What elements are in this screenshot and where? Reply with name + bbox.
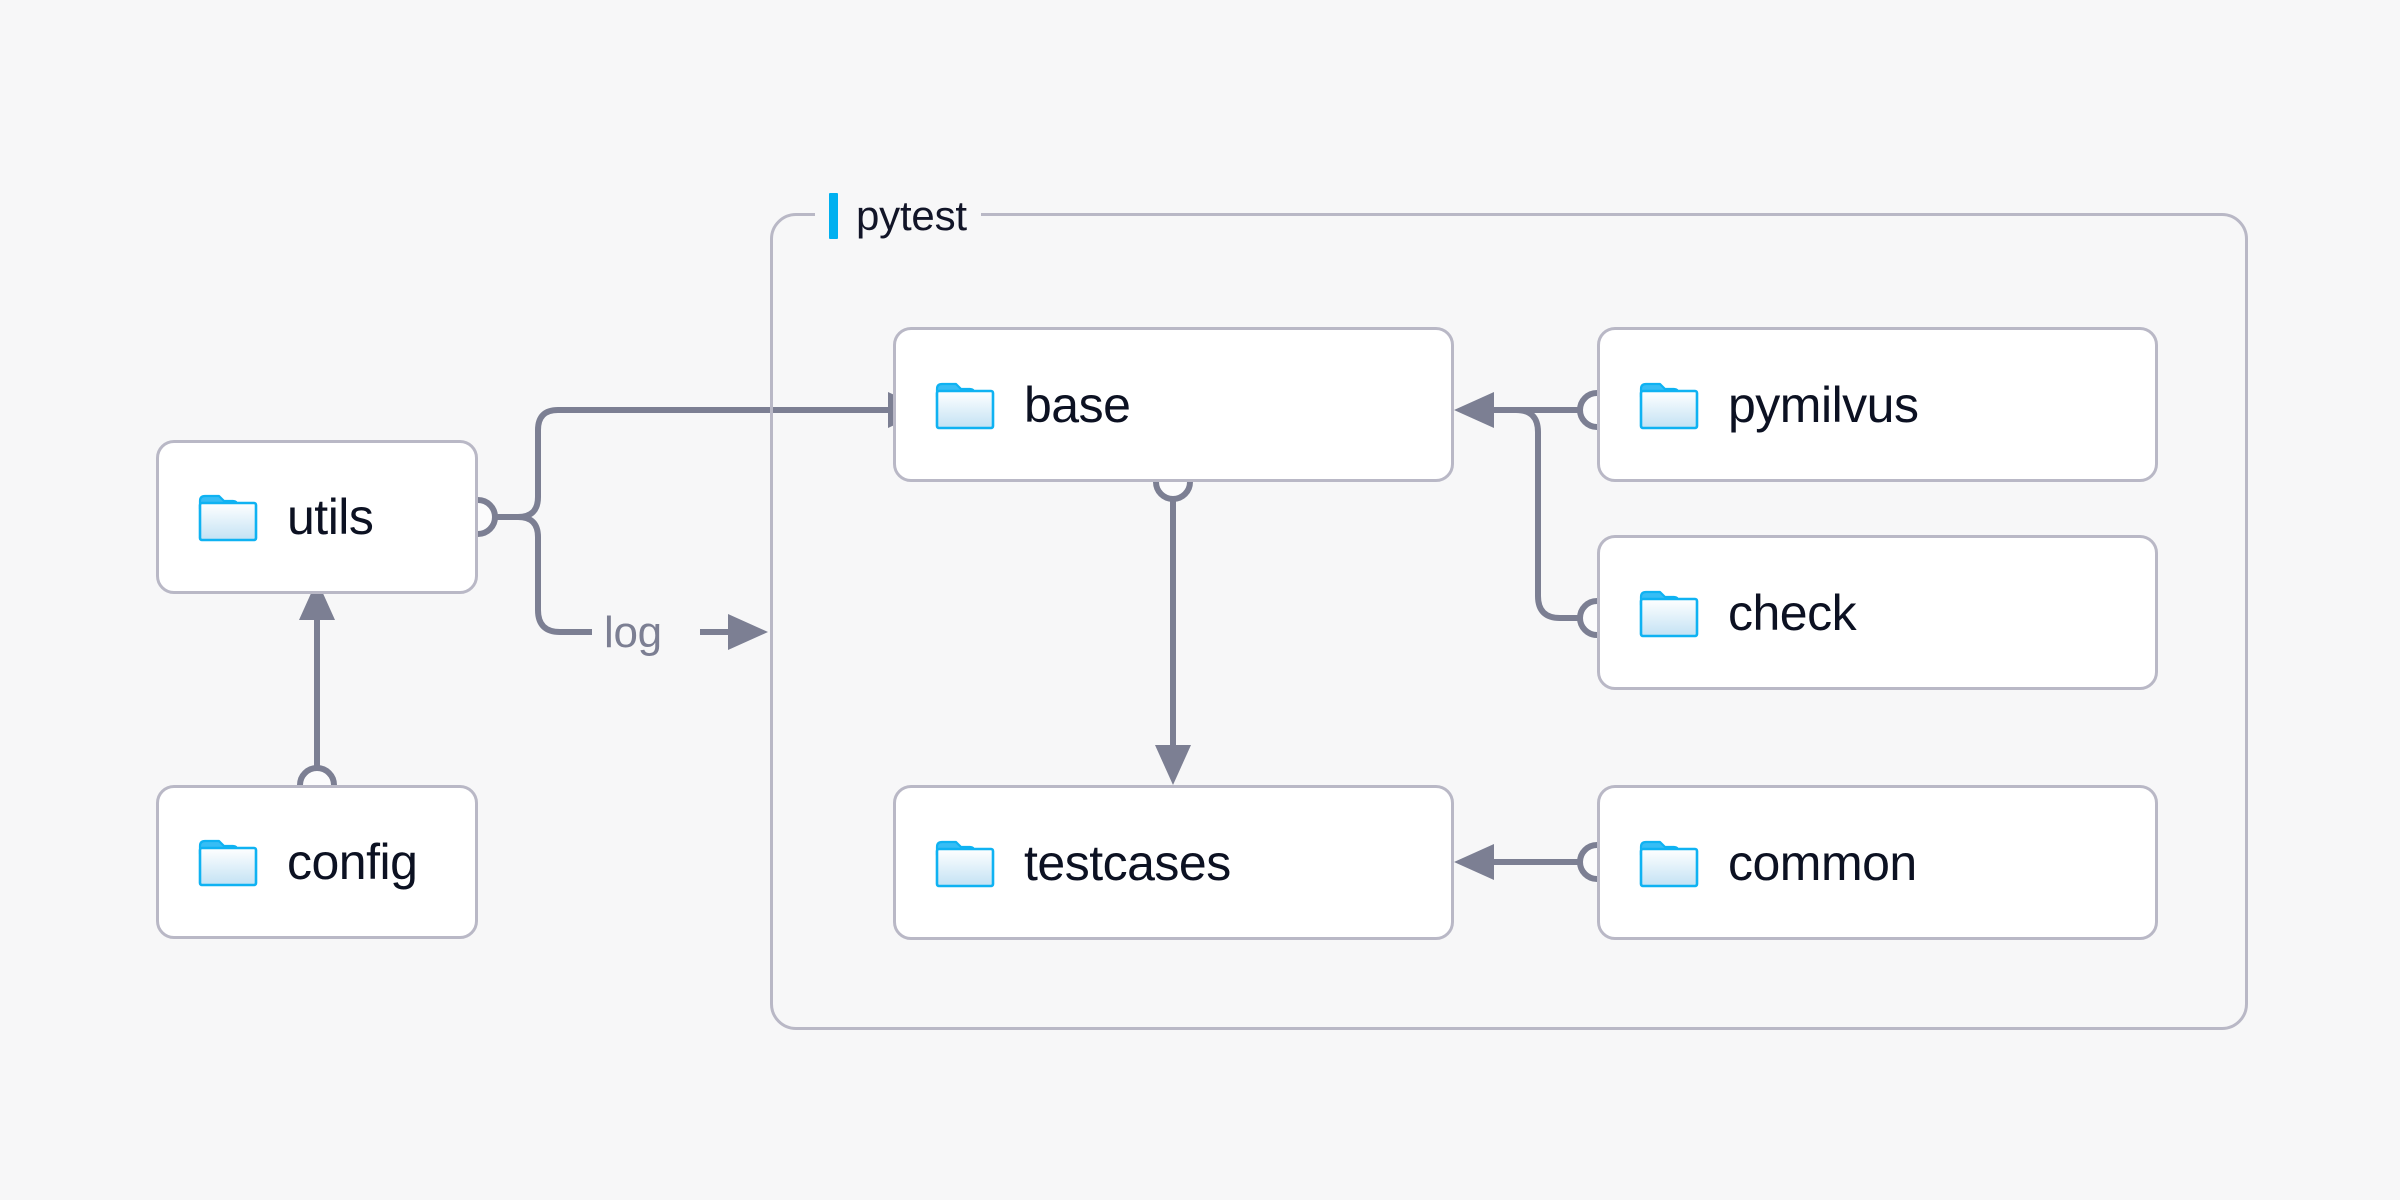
node-label: testcases (1024, 834, 1231, 891)
node-config[interactable]: config (156, 785, 478, 939)
node-common[interactable]: common (1597, 785, 2158, 940)
group-label-text: pytest (856, 192, 967, 239)
node-label: check (1728, 584, 1857, 641)
node-label: config (287, 834, 418, 890)
node-label: base (1024, 376, 1131, 433)
node-label: pymilvus (1728, 376, 1919, 433)
pytest-group-label: pytest (815, 188, 981, 244)
folder-icon (1639, 840, 1699, 887)
folder-icon (1639, 590, 1699, 637)
folder-icon (935, 840, 995, 887)
group-accent-bar-icon (829, 193, 838, 239)
folder-icon (198, 839, 258, 887)
node-label: utils (287, 489, 374, 545)
pytest-group-container[interactable] (770, 213, 2248, 1030)
edge-label-log: log (604, 608, 662, 657)
node-utils[interactable]: utils (156, 440, 478, 594)
folder-icon (198, 494, 258, 542)
folder-icon (1639, 382, 1699, 429)
edge-config-to-utils (299, 580, 335, 785)
node-pymilvus[interactable]: pymilvus (1597, 327, 2158, 482)
folder-icon (935, 382, 995, 429)
node-testcases[interactable]: testcases (893, 785, 1454, 940)
node-base[interactable]: base (893, 327, 1454, 482)
node-label: common (1728, 834, 1917, 891)
node-check[interactable]: check (1597, 535, 2158, 690)
